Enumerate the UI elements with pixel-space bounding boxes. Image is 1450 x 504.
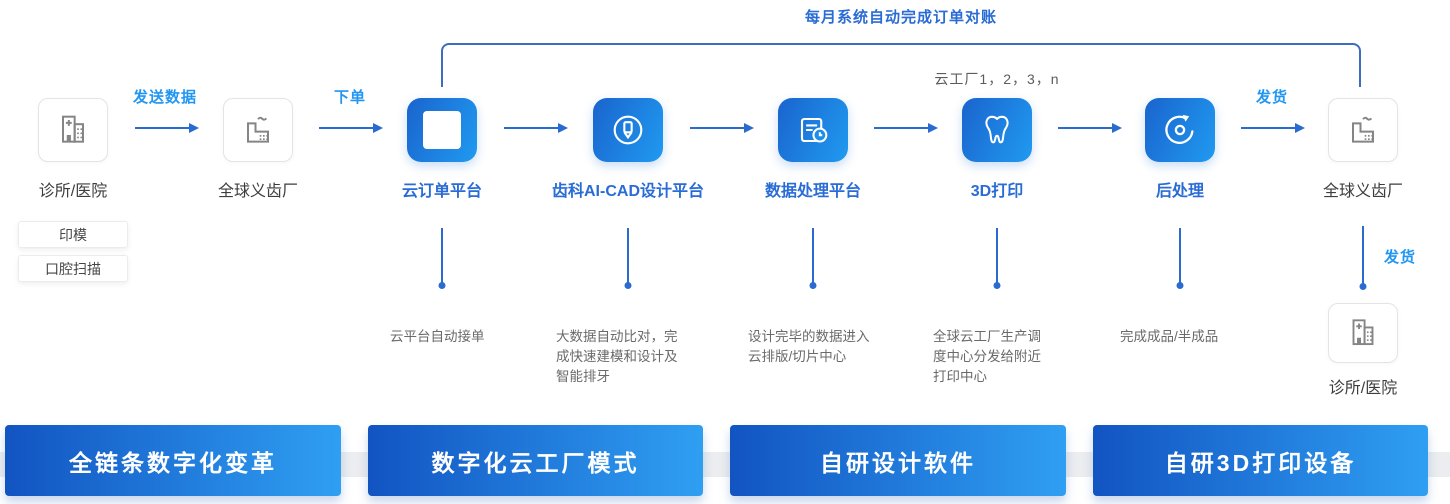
node-label-factory-start: 全球义齿厂 [217, 183, 298, 200]
node-print-3d: 3D打印 [897, 98, 1097, 201]
connector-print-3d [996, 228, 998, 286]
arrow-factory-to-cloud-order [319, 123, 383, 133]
impression-box: 印模 [18, 221, 128, 248]
node-label-clinic-end: 诊所/医院 [1328, 380, 1398, 397]
banner-full-chain-digital: 全链条数字化变革 [5, 425, 341, 496]
node-label-cloud-order: 云订单平台 [401, 183, 482, 200]
note-cloud-order: 云平台自动接单 [390, 329, 485, 344]
arrow-post-to-factory [1241, 123, 1305, 133]
reconciliation-label: 每月系统自动完成订单对账 [804, 9, 997, 26]
order-square-icon [407, 98, 477, 162]
edge-label-ship-right: 发货 [1383, 249, 1416, 266]
node-data-platform: 数据处理平台 [713, 98, 913, 201]
node-label-post-process: 后处理 [1155, 183, 1204, 200]
connector-ship-down [1362, 226, 1364, 287]
data-document-icon [778, 98, 848, 162]
factory-icon [1328, 98, 1398, 162]
node-label-factory-end: 全球义齿厂 [1322, 183, 1403, 200]
design-pen-icon [593, 98, 663, 162]
hospital-icon [38, 98, 108, 162]
node-clinic-end: 诊所/医院 [1263, 303, 1450, 398]
note-print-3d: 全球云工厂生产调度中心分发给附近打印中心 [933, 329, 1041, 384]
node-cloud-order: 云订单平台 [342, 98, 542, 201]
banner-inhouse-design-software: 自研设计软件 [730, 425, 1066, 496]
arrow-cloud-order-to-ai-cad [504, 123, 568, 133]
node-ai-cad: 齿科AI-CAD设计平台 [528, 98, 728, 201]
refresh-cycle-icon [1145, 98, 1215, 162]
arrow-ai-cad-to-data [690, 123, 754, 133]
node-label-clinic-start: 诊所/医院 [38, 183, 108, 200]
connector-post-process [1179, 228, 1181, 286]
cloud-factories-label: 云工厂1，2，3，n [934, 71, 1060, 87]
node-factory-start: 全球义齿厂 [158, 98, 358, 201]
connector-cloud-order [441, 228, 443, 286]
tooth-icon [962, 98, 1032, 162]
node-label-ai-cad: 齿科AI-CAD设计平台 [552, 183, 704, 200]
node-label-data-platform: 数据处理平台 [764, 183, 861, 200]
connector-ai-cad [627, 228, 629, 286]
node-factory-end: 全球义齿厂 [1263, 98, 1450, 201]
edge-label-place-order: 下单 [333, 89, 366, 106]
arrow-data-to-print [874, 123, 938, 133]
connector-data-platform [812, 228, 814, 286]
reconciliation-bracket-line [441, 43, 1361, 87]
node-label-print-3d: 3D打印 [970, 183, 1024, 200]
edge-label-ship-top: 发货 [1255, 89, 1288, 106]
node-post-process: 后处理 [1080, 98, 1280, 201]
oral-scan-box: 口腔扫描 [18, 255, 128, 282]
banner-cloud-factory-model: 数字化云工厂模式 [368, 425, 703, 496]
node-clinic-start: 诊所/医院 [0, 98, 173, 201]
arrow-print-to-post [1058, 123, 1122, 133]
arrow-clinic-to-factory [135, 123, 199, 133]
note-post-process: 完成成品/半成品 [1120, 329, 1219, 344]
factory-icon [223, 98, 293, 162]
note-data-platform: 设计完毕的数据进入云排版/切片中心 [748, 329, 870, 364]
note-ai-cad: 大数据自动比对，完成快速建模和设计及智能排牙 [556, 329, 678, 384]
edge-label-send-data: 发送数据 [132, 89, 197, 106]
hospital-icon [1328, 303, 1398, 363]
banner-inhouse-3d-printers: 自研3D打印设备 [1093, 425, 1428, 496]
